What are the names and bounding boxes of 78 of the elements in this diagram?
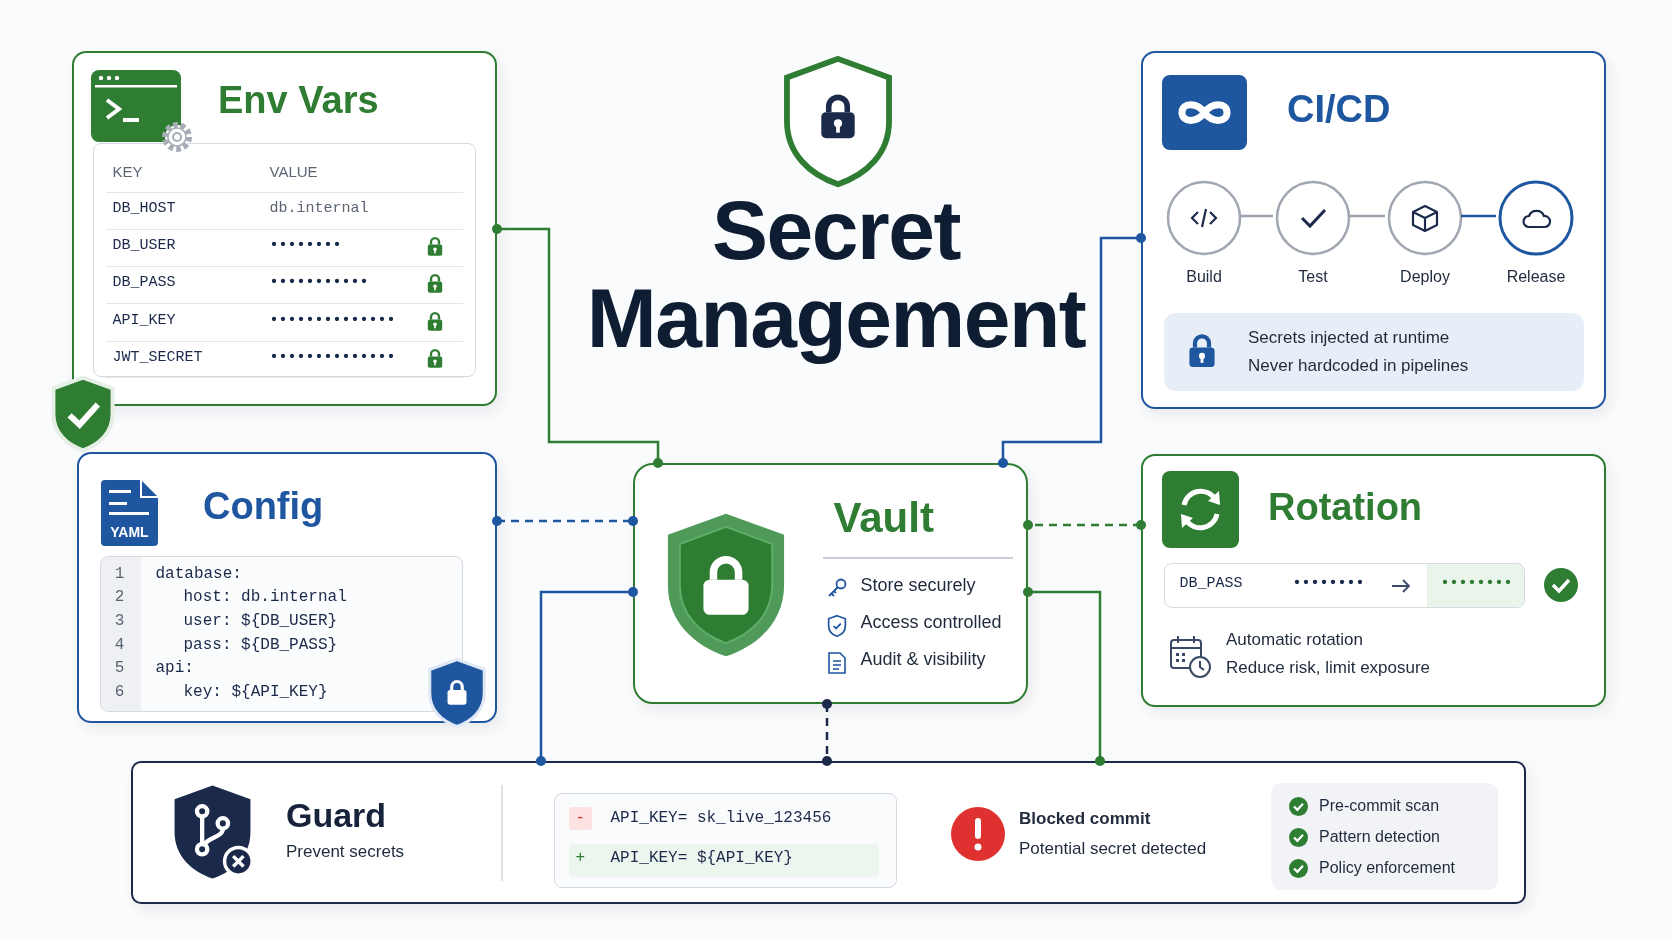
value-bar <box>1164 563 1525 608</box>
step-label: Test <box>1297 267 1329 287</box>
card-panel <box>633 463 1028 704</box>
table-key: DB_PASS <box>112 273 176 292</box>
description-text: Automatic rotation <box>1226 630 1363 651</box>
card-panel <box>72 51 497 406</box>
code-line: API_KEY= sk_live_123456 <box>610 808 832 828</box>
variable-name: DB_PASS <box>1179 574 1243 593</box>
connector-line <box>492 224 663 468</box>
info-text: Secrets injected at runtime <box>1248 328 1450 349</box>
line-number: 4 <box>113 635 126 655</box>
connector-line <box>536 587 638 766</box>
line-number: 3 <box>113 611 126 631</box>
table-key: DB_USER <box>112 236 176 255</box>
card-title: Guard <box>286 795 387 836</box>
info-panel <box>1164 313 1584 391</box>
dashed-connector <box>1023 520 1146 530</box>
diff-marker: - <box>568 806 593 830</box>
description-text: Prevent secrets <box>286 842 405 863</box>
feature-text: Store securely <box>860 574 976 597</box>
code-line: key: ${API_KEY} <box>183 682 328 702</box>
card-panel <box>131 761 1526 904</box>
masked-value: •••••••• <box>1440 574 1513 593</box>
diff-panel <box>554 793 897 888</box>
card-title: Config <box>203 484 324 529</box>
step-label: Build <box>1185 267 1223 287</box>
code-line: user: ${DB_USER} <box>183 611 338 631</box>
alert-text: Potential secret detected <box>1019 839 1207 860</box>
masked-value: ••••••••••• <box>269 273 369 292</box>
code-line: api: <box>155 658 194 678</box>
masked-value: •••••••• <box>269 236 342 255</box>
card-title: Vault <box>833 492 934 543</box>
card-title: Env Vars <box>218 78 379 123</box>
connector-line <box>1461 214 1496 218</box>
feature-text: Access controlled <box>860 611 1002 634</box>
dashed-connector <box>822 699 832 766</box>
code-line: database: <box>155 564 242 584</box>
title: Secret Management <box>585 186 1087 362</box>
card-panel <box>1141 51 1606 409</box>
line-number: 1 <box>113 564 126 584</box>
step-label: Deploy <box>1399 267 1451 287</box>
masked-value: •••••••••••••• <box>269 311 396 330</box>
diff-marker: + <box>575 848 586 868</box>
connector-line <box>1240 214 1273 218</box>
line-number: 5 <box>113 658 126 678</box>
column-header: KEY <box>112 162 143 181</box>
masked-value: •••••••• <box>1292 574 1365 593</box>
alert-title: Blocked commit <box>1019 809 1151 830</box>
checklist-text: Pattern detection <box>1319 827 1440 847</box>
code-line: host: db.internal <box>183 587 347 607</box>
checklist-panel <box>1271 783 1498 890</box>
connector-line <box>1349 214 1385 218</box>
connector-line <box>998 233 1146 468</box>
checklist-text: Pre-commit scan <box>1319 796 1440 816</box>
table-key: API_KEY <box>112 311 176 330</box>
card-title: CI/CD <box>1287 87 1391 132</box>
masked-value: •••••••••••••• <box>269 348 396 367</box>
file-type-label: YAML <box>109 524 150 541</box>
table-key: JWT_SECRET <box>112 348 203 367</box>
dashed-connector <box>492 516 638 526</box>
table-value: db.internal <box>269 199 369 218</box>
line-number: 6 <box>113 682 126 702</box>
feature-text: Audit & visibility <box>860 648 986 671</box>
line-number: 2 <box>113 587 126 607</box>
card-title: Rotation <box>1268 485 1423 530</box>
code-line: API_KEY= ${API_KEY} <box>610 848 793 868</box>
step-label: Release <box>1505 267 1567 287</box>
table-key: DB_HOST <box>112 199 176 218</box>
card-panel <box>77 452 497 723</box>
connector-line <box>1023 587 1105 766</box>
info-text: Never hardcoded in pipelines <box>1248 356 1469 377</box>
code-line: pass: ${DB_PASS} <box>183 635 338 655</box>
card-panel <box>1141 454 1606 707</box>
checklist-text: Policy enforcement <box>1319 858 1456 878</box>
code-panel <box>100 556 463 712</box>
description-text: Reduce risk, limit exposure <box>1226 658 1431 679</box>
table-panel <box>93 143 476 377</box>
column-header: VALUE <box>269 162 318 181</box>
